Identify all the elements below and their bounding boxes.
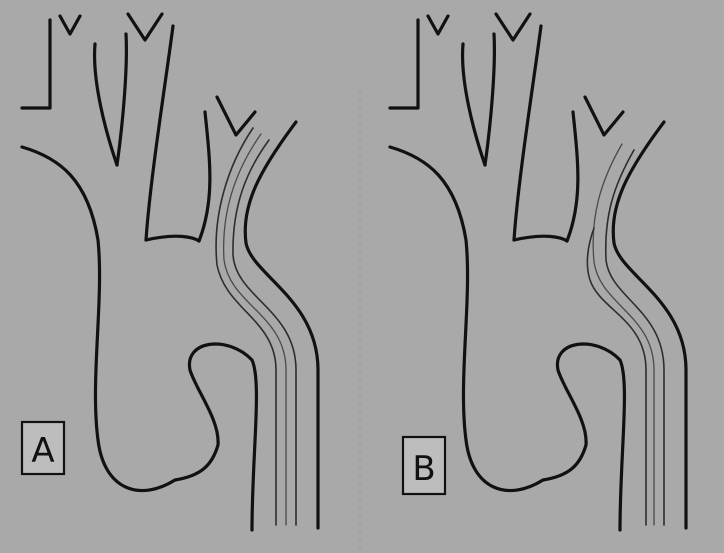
vessel-common-carotid-right-wall [485,34,494,165]
vessel-subclavian-fork [217,97,255,135]
stent-graft-line-inner [216,128,276,525]
vessel-right-subclavian [22,20,50,108]
vessel-right-subclavian [390,20,418,108]
descending-aorta-outer-wall [613,122,686,528]
vessel-common-carotid-left-wall [463,44,485,165]
vessel-subclavian-fork [585,97,623,135]
vessel-subclavian-left-wall [567,112,578,241]
panel-label-b: B [412,449,435,489]
vessel-right-subclavian-fork [60,16,80,34]
panel-a: A [22,14,318,530]
stent-graft-line-outer [606,150,664,525]
vessel-common-carotid-left-wall [95,44,117,165]
arch-inner-curve [146,236,199,241]
vessel-carotid-fork [496,14,530,40]
vessel-subclavian-left-wall [199,112,210,241]
vessel-right-subclavian-fork [428,16,448,34]
vessel-left-carotid-wall [514,26,541,240]
panel-b: B [390,14,686,530]
vessel-common-carotid-right-wall [117,34,126,165]
vessel-carotid-fork [128,14,162,40]
panel-label-a: A [31,431,54,471]
arch-inner-curve [514,236,567,241]
vessel-left-carotid-wall [146,26,173,240]
stent-graft-line-mid [593,144,654,525]
